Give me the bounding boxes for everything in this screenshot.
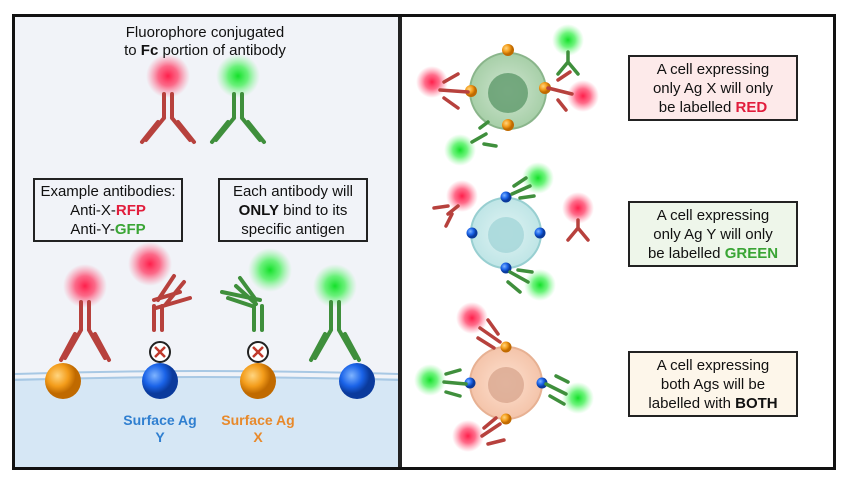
header-antibody-green [210,54,266,144]
unbound-antibody-green [220,248,292,332]
example-line-1-pre: Anti-X- [70,201,116,219]
surface-ag-y-line-1: Surface Ag [123,412,197,428]
binding-line-2-rest: bind to its [278,201,348,219]
cell-both-box: A cell expressing both Ags will be label… [628,351,798,417]
binding-line-1: Each antibody will [232,182,354,200]
cell-both-line-2: both Ags will be [660,375,766,393]
cell-y-line-3-pre: be labelled [647,244,725,262]
header-line-1: Fluorophore conjugated [125,24,285,41]
bound-antibody-red [59,264,111,362]
antigen-y-ball-1 [142,363,178,399]
cell-y-line-3: be labelled GREEN [630,244,796,263]
cell-x-line-3-pre: be labelled [658,98,736,116]
cell2-antibody-red-free-right [562,192,594,242]
cell-only-y [466,191,546,274]
binding-only-bold: ONLY [238,201,279,219]
cell-x-line-3: be labelled RED [630,98,796,117]
example-line-2: Anti-Y-GFP [35,220,181,239]
cell2-antibody-green-top [510,162,554,200]
example-line-2-pre: Anti-Y- [70,220,115,238]
antigen-y-ball-2 [339,363,375,399]
cell-both [464,341,548,425]
antigen-x-ball-1 [45,363,81,399]
example-line-1: Anti-X-RFP [35,201,181,220]
binding-line-3: specific antigen [241,220,345,238]
header-caption: Fluorophore conjugated to Fc portion of … [90,24,320,60]
surface-ag-y-label: Surface Ag Y [115,412,205,446]
cell3-antibody-green-right [544,374,594,414]
example-title: Example antibodies: [40,182,176,200]
cell-only-x [465,44,551,131]
header-line-2-pre: to [124,42,141,59]
bound-antibody-green [309,264,361,362]
cell1-antibody-green-free-2 [444,120,498,166]
cell3-antibody-red-bottom [452,416,506,452]
cell2-antibody-red-free-left [432,180,478,228]
binding-line-2: ONLY bind to its [220,201,366,220]
header-fc-bold: Fc [140,42,159,59]
cell-both-line-1: A cell expressing [656,356,770,374]
cell-x-line-2: only Ag X will only [652,79,774,97]
cell1-antibody-green-free [552,24,584,76]
cell-both-line-3-pre: labelled with [648,394,736,412]
blocked-x-icon-1 [149,341,171,363]
surface-ag-x-line-2: X [253,429,263,445]
cell2-antibody-green-bottom [506,268,556,301]
surface-ag-y-line-2: Y [155,429,165,445]
gfp-tag: GFP [114,220,146,238]
cell-y-line-1: A cell expressing [656,206,770,224]
cell-x-line-1: A cell expressing [656,60,770,78]
cell-both-line-3: labelled with BOTH [630,394,796,413]
surface-ag-x-line-1: Surface Ag [221,412,295,428]
header-line-2: to Fc portion of antibody [90,42,320,60]
unbound-antibody-red [128,242,192,332]
cell1-antibody-red-right [546,70,599,112]
antigen-x-ball-2 [240,363,276,399]
surface-ag-x-label: Surface Ag X [213,412,303,446]
cell3-antibody-green-left [414,364,468,398]
both-tag: BOTH [735,394,778,412]
panel-divider [398,17,402,467]
green-tag: GREEN [724,244,779,262]
example-antibodies-box: Example antibodies: Anti-X-RFP Anti-Y-GF… [33,178,183,242]
blocked-x-icon-2 [247,341,269,363]
specific-binding-box: Each antibody will ONLY bind to its spec… [218,178,368,242]
cell1-antibody-red-left [416,66,470,110]
cell3-antibody-red-top [456,302,502,350]
cell-y-line-2: only Ag Y will only [653,225,773,243]
red-tag: RED [735,98,768,116]
rfp-tag: RFP [115,201,146,219]
cell-only-y-box: A cell expressing only Ag Y will only be… [628,201,798,267]
header-antibody-red [140,54,196,144]
header-line-2-post: portion of antibody [158,42,286,59]
cell-only-x-box: A cell expressing only Ag X will only be… [628,55,798,121]
